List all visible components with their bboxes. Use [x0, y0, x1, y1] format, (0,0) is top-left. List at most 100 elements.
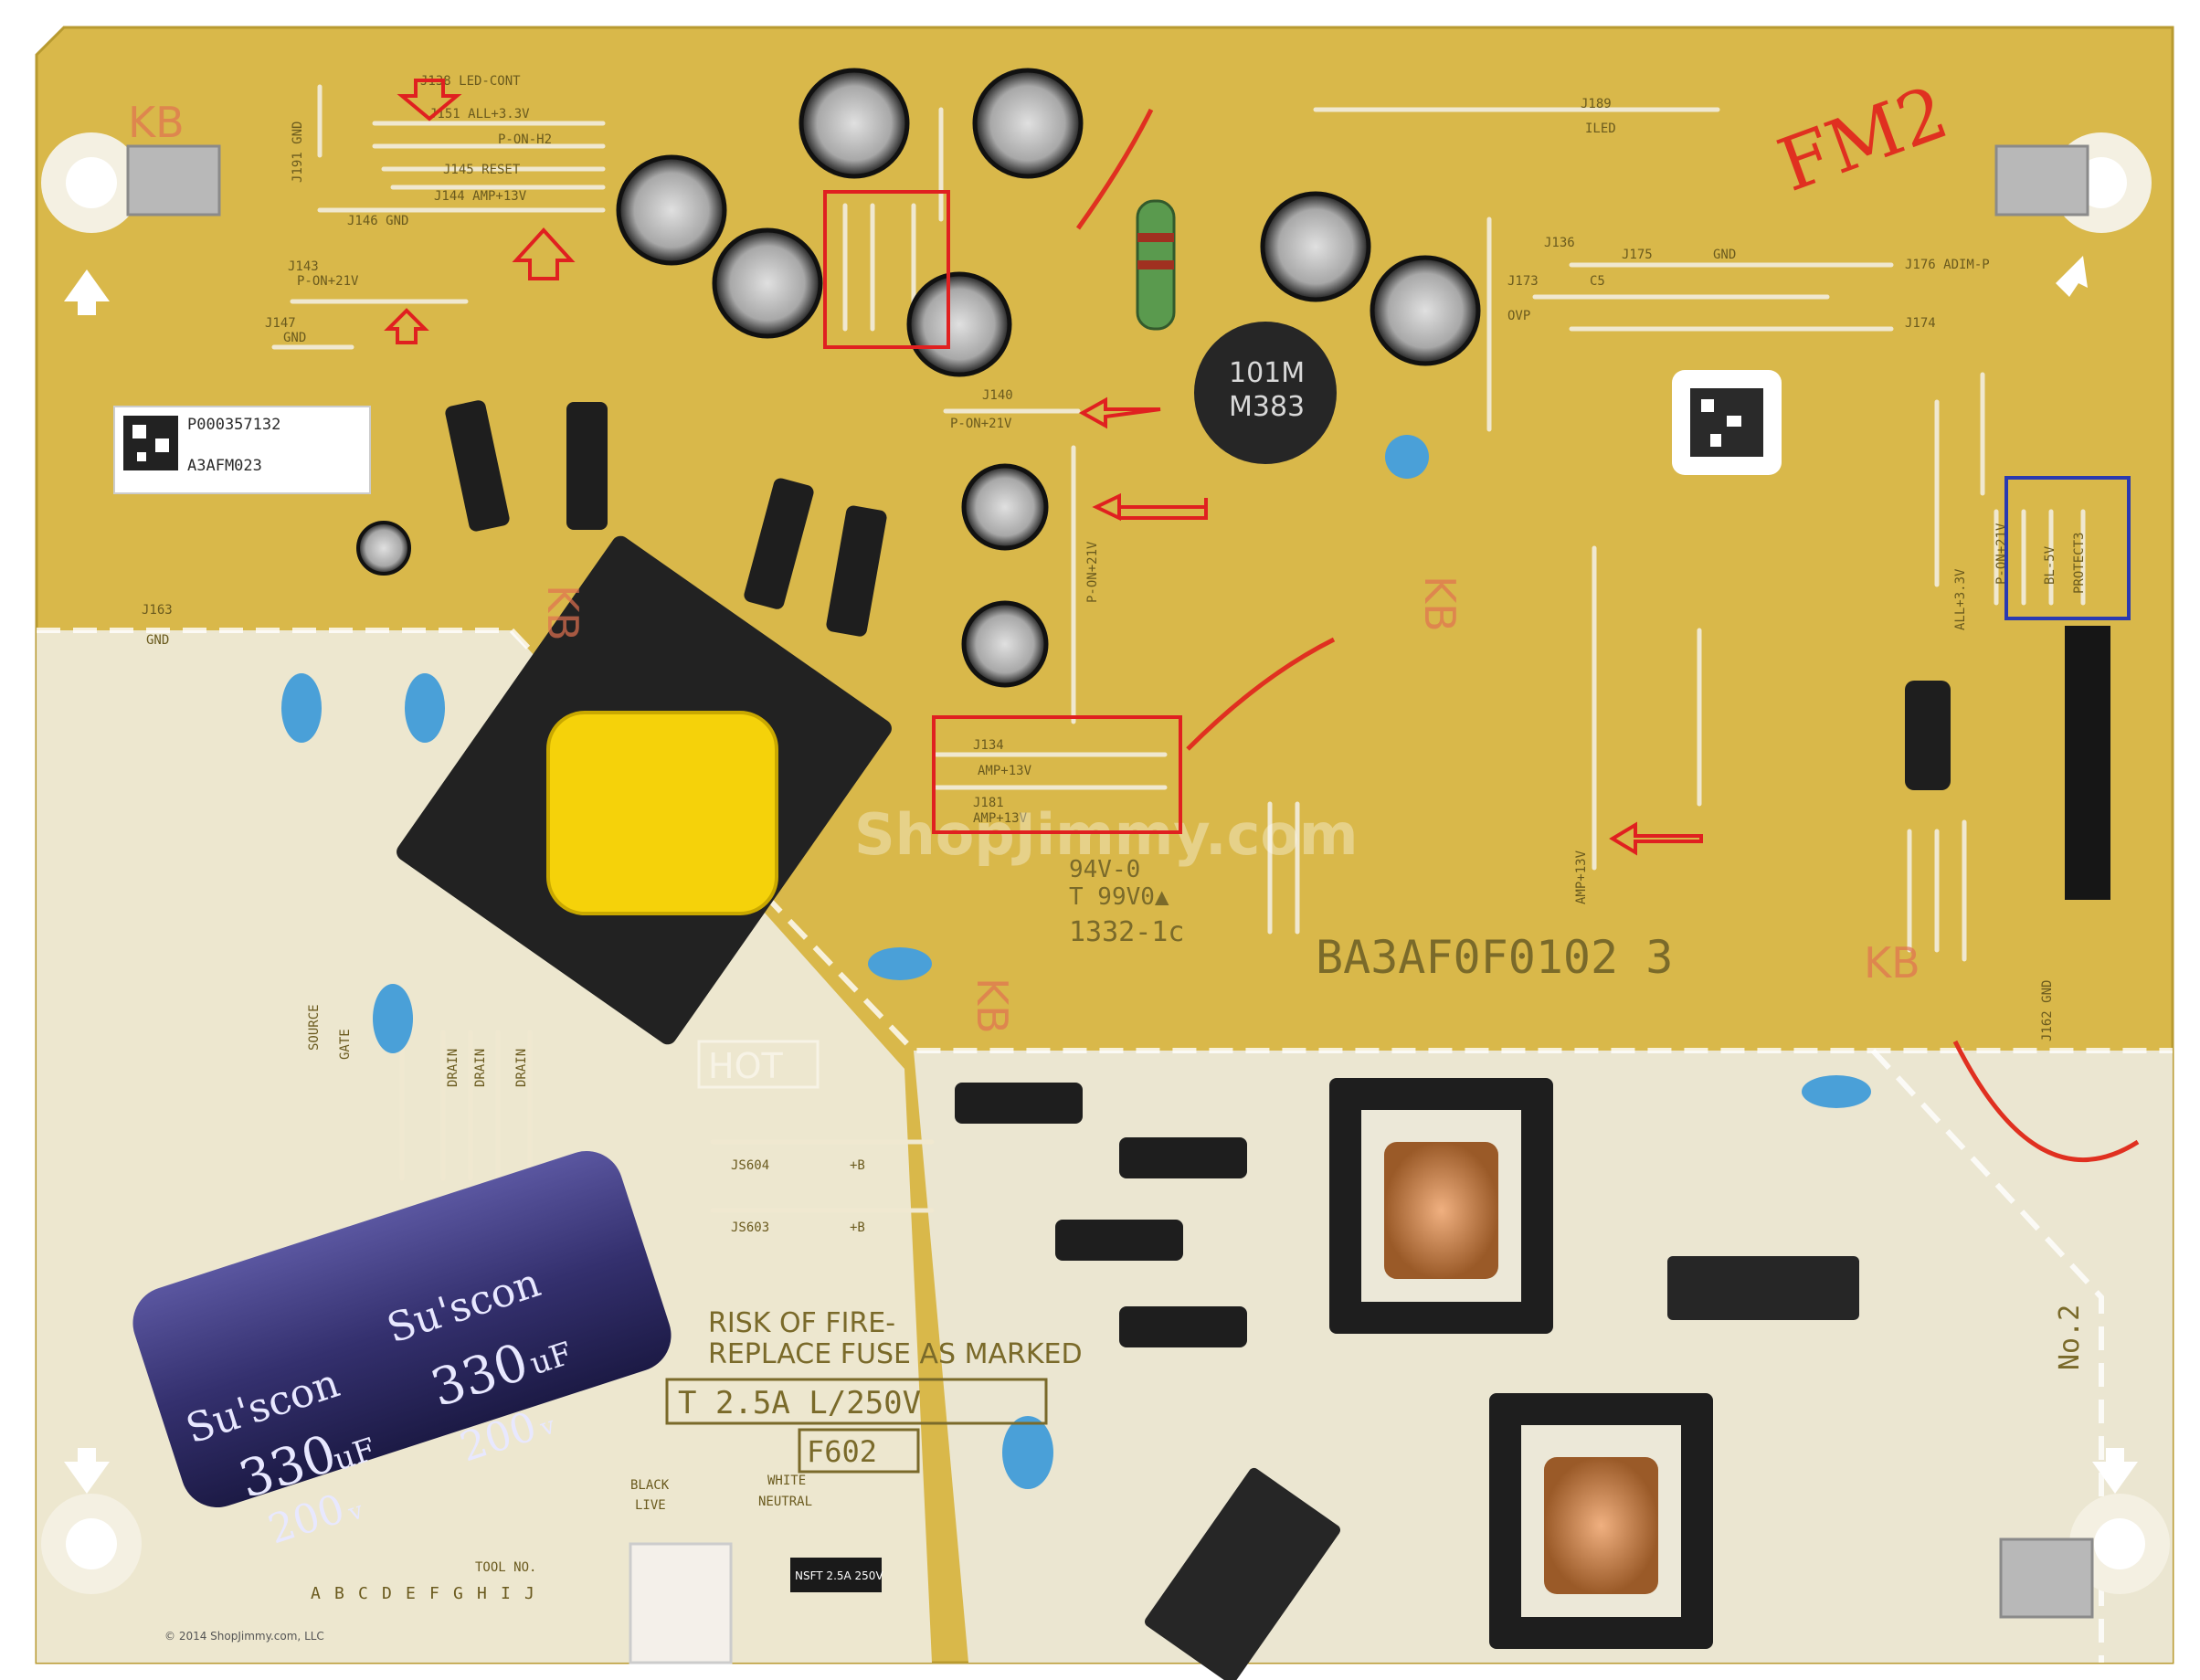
tool-letter: D: [382, 1584, 392, 1603]
cn601-black: BLACK: [630, 1478, 670, 1493]
tool-letter: H: [477, 1584, 487, 1603]
fuse-rating: T 2.5A L/250V: [678, 1385, 921, 1421]
inductor-101m: 101M M383: [1194, 322, 1337, 464]
label-j175: J175: [1622, 248, 1653, 262]
resistor-r1012: [1136, 199, 1176, 331]
blue-annotation-box: [2004, 476, 2131, 620]
risk-label-1: RISK OF FIRE-: [708, 1307, 895, 1339]
jumper-wires-top-left: [271, 84, 2086, 1213]
no2-label: No.2: [2054, 1305, 2086, 1370]
mounting-hole-bottom-left: [41, 1494, 142, 1594]
label-j176: J176 ADIM-P: [1905, 258, 1990, 272]
label-all3v: ALL+3.3V: [1953, 568, 1968, 630]
label-ovp: OVP: [1507, 309, 1530, 323]
label-j163: J163: [142, 603, 173, 618]
choke-l601: [1489, 1393, 1713, 1649]
label-j134: J134: [973, 738, 1004, 753]
label-j137v: P-ON+21V: [1085, 541, 1100, 603]
label-drain-2: DRAIN: [473, 1049, 488, 1087]
electrolytic-capacitors: [356, 68, 1951, 790]
transformer-t601: [397, 535, 892, 1045]
cn601-white: WHITE: [767, 1474, 806, 1488]
cn601-live: LIVE: [635, 1498, 666, 1513]
blue-ceramic-caps: [281, 435, 1871, 1489]
label-j162: J162 GND: [2040, 980, 2055, 1041]
label-plusb-2: +B: [850, 1220, 865, 1235]
qr-sticker: P000357132 A3AFM023: [113, 406, 371, 494]
label-source: SOURCE: [307, 1004, 322, 1051]
white-silkscreen: HOT RISK OF FIRE- REPLACE FUSE AS MARKED…: [475, 856, 2086, 1575]
label-j178v: AMP+13V: [1574, 850, 1589, 904]
mounting-hole-bottom-right: [1999, 1494, 2170, 1619]
label-j147: J147: [265, 316, 296, 331]
red-annotation-box-1: [823, 190, 950, 349]
label-protect3: PROTECT3: [2072, 533, 2087, 594]
hot-label: HOT: [708, 1046, 783, 1086]
label-j145: J145 RESET: [443, 163, 521, 177]
red-arrows: [384, 79, 1703, 856]
red-annotation-box-2: [932, 715, 1182, 834]
mounting-hole-top-right: [1994, 132, 2152, 233]
handwriting-kb-5: KB: [968, 977, 1017, 1034]
tool-no: TOOL NO.: [475, 1560, 536, 1575]
label-j181: J181: [973, 796, 1004, 810]
fuse-ref: F602: [807, 1434, 877, 1469]
label-gate: GATE: [338, 1029, 353, 1060]
risk-label-2: REPLACE FUSE AS MARKED: [708, 1338, 1083, 1370]
tool-letter: C: [358, 1584, 368, 1603]
label-j147g: GND: [283, 331, 306, 345]
silkscreen-labels: J138 LED-CONT J151 ALL+3.3V P-ON-H2 J145…: [142, 74, 2087, 1235]
diodes: [445, 400, 1247, 1347]
label-j191: J191 GND: [291, 122, 305, 183]
datamatrix-sticker: [1672, 370, 1782, 475]
label-p-on-h2: P-ON-H2: [498, 132, 552, 147]
connector-cn601: [629, 1542, 733, 1664]
label-j151: J151 ALL+3.3V: [429, 107, 530, 122]
label-c5: C5: [1590, 274, 1605, 289]
x-capacitors: [1144, 1256, 1859, 1680]
label-j146: J146 GND: [347, 214, 408, 228]
label-j181v: AMP+13V: [973, 811, 1028, 826]
handwriting-kb-2: KB: [538, 585, 587, 641]
mounting-hole-top-left: [41, 132, 221, 233]
handwriting-kb-4: KB: [1864, 938, 1920, 988]
board-code: BA3AF0F0102 3: [1316, 931, 1673, 984]
label-j134v: AMP+13V: [978, 764, 1032, 778]
tool-letter: B: [334, 1584, 344, 1603]
tool-letter: I: [501, 1584, 511, 1603]
copyright: © 2014 ShopJimmy.com, LLC: [164, 1630, 324, 1643]
label-gnd-top: GND: [1713, 248, 1736, 262]
tool-letter: F: [429, 1584, 439, 1603]
connector-cn501: [2065, 626, 2110, 900]
board-arrows: [64, 256, 2138, 1494]
label-j143v: P-ON+21V: [297, 274, 359, 289]
inductor-marking-1: 101M: [1229, 357, 1305, 389]
board-sub-2: T 99V0▲: [1069, 883, 1169, 911]
fuse-f602: NSFT 2.5A 250V: [790, 1558, 883, 1592]
label-j138: J138 LED-CONT: [420, 74, 521, 89]
label-js604: JS604: [731, 1158, 769, 1173]
label-bl5v: BL-5V: [2043, 545, 2057, 585]
handwriting-kb-1: KB: [128, 98, 185, 147]
label-j174: J174: [1905, 316, 1936, 331]
label-j163g: GND: [146, 633, 169, 648]
label-j136: J136: [1544, 236, 1575, 250]
handwriting-kb-3: KB: [1415, 576, 1465, 632]
fuse-body-text: NSFT 2.5A 250V: [795, 1569, 883, 1582]
label-j189: J189: [1581, 97, 1612, 111]
sticker-line-1: P000357132: [187, 416, 280, 434]
label-j143: J143: [288, 259, 319, 274]
label-drain-1: DRAIN: [446, 1049, 460, 1087]
cn601-neutral: NEUTRAL: [758, 1495, 812, 1509]
label-j140: J140: [982, 388, 1013, 403]
watermark: ShopJimmy.com: [854, 801, 1359, 868]
label-js603: JS603: [731, 1220, 769, 1235]
tool-letter: G: [453, 1584, 463, 1603]
tool-letter: E: [406, 1584, 416, 1603]
sticker-line-2: A3AFM023: [187, 457, 262, 475]
label-j144: J144 AMP+13V: [434, 189, 527, 204]
label-iled: ILED: [1585, 122, 1616, 136]
inductor-marking-2: M383: [1229, 391, 1305, 423]
label-j140v: P-ON+21V: [950, 417, 1012, 431]
